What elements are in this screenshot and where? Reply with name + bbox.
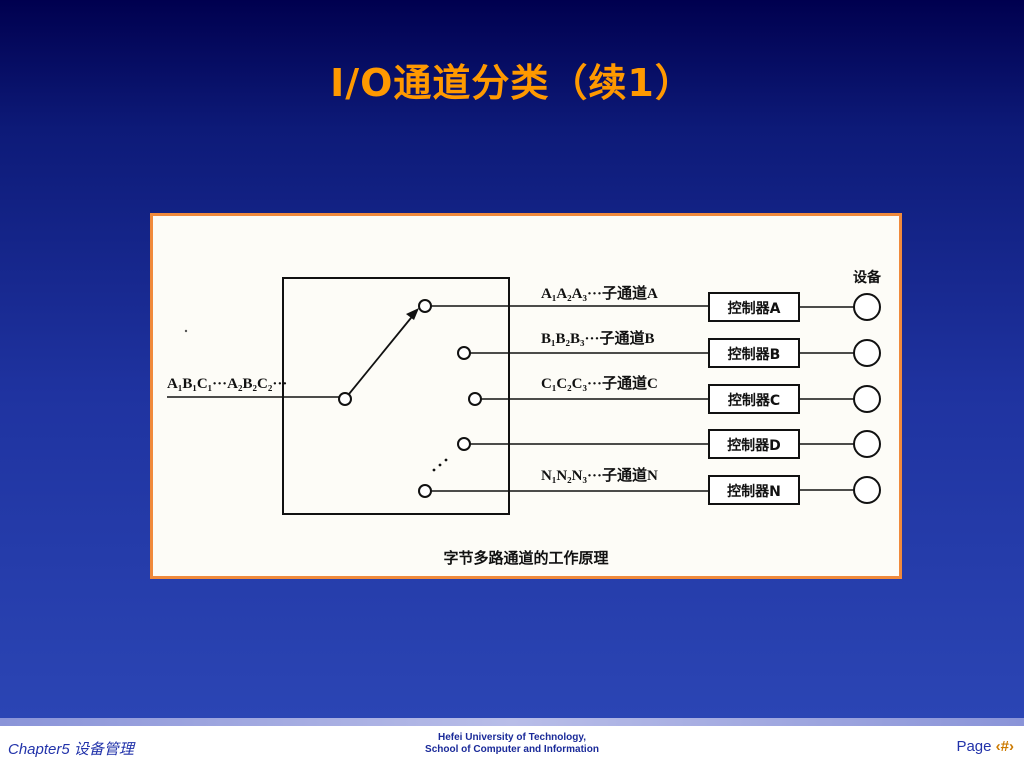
stray-dot	[184, 329, 188, 333]
subchannel-label-a: A₁A₂A₃···子通道A	[541, 284, 658, 302]
device-a	[853, 293, 881, 321]
school-line-2: School of Computer and Information	[425, 744, 599, 755]
device-c	[853, 385, 881, 413]
controller-label-c: 控制器C	[728, 392, 780, 409]
switch-box	[282, 277, 510, 515]
switch-arm	[348, 312, 416, 395]
ellipsis-dot	[432, 468, 436, 472]
contact-a	[418, 299, 432, 313]
device-d	[853, 430, 881, 458]
contact-d	[457, 437, 471, 451]
chapter-label: Chapter5 设备管理	[8, 741, 134, 758]
controller-box-n	[708, 475, 800, 505]
device-label: 设备	[853, 269, 882, 286]
ellipsis-dot	[444, 458, 448, 462]
school-line-1: Hefei University of Technology,	[438, 732, 586, 743]
input-label: A₁B₁C₁···A₂B₂C₂···	[167, 376, 287, 392]
byte-multiplexer-diagram: A₁B₁C₁···A₂B₂C₂··· A₁A₂A₃···子通道A 控制器A B₁…	[167, 269, 882, 567]
ellipsis-dot	[438, 463, 442, 467]
contact-c	[468, 392, 482, 406]
switch-pivot	[338, 392, 352, 406]
footer-bar	[0, 718, 1024, 726]
controller-label-a: 控制器A	[728, 300, 781, 317]
page-label: Page	[956, 738, 992, 755]
controller-box-c	[708, 384, 800, 414]
subchannel-label-n: N₁N₂N₃···子通道N	[541, 466, 658, 484]
controller-label-d: 控制器D	[727, 437, 781, 454]
switch-arrowhead	[406, 308, 419, 320]
slide-background: I/O通道分类（续1） A₁B₁C₁···A₂B₂C₂··· A₁A₂A₃···…	[0, 0, 1024, 718]
contact-n	[418, 484, 432, 498]
subchannel-label-b: B₁B₂B₃···子通道B	[541, 329, 655, 347]
footer: Chapter5 设备管理 Hefei University of Techno…	[0, 718, 1024, 768]
slide-title: I/O通道分类（续1）	[330, 61, 694, 105]
device-n	[853, 476, 881, 504]
subchannel-label-c: C₁C₂C₃···子通道C	[541, 374, 658, 392]
controller-box-d	[708, 429, 800, 459]
controller-label-b: 控制器B	[728, 346, 781, 363]
controller-box-a	[708, 292, 800, 322]
controller-label-n: 控制器N	[727, 483, 781, 500]
controller-box-b	[708, 338, 800, 368]
page-indicator: Page ‹#›	[956, 738, 1014, 755]
device-b	[853, 339, 881, 367]
school-info: Hefei University of Technology, School o…	[312, 732, 712, 756]
diagram-figure: A₁B₁C₁···A₂B₂C₂··· A₁A₂A₃···子通道A 控制器A B₁…	[150, 213, 902, 579]
contact-b	[457, 346, 471, 360]
page-number: ‹#›	[995, 738, 1014, 755]
diagram-caption: 字节多路通道的工作原理	[443, 549, 608, 567]
